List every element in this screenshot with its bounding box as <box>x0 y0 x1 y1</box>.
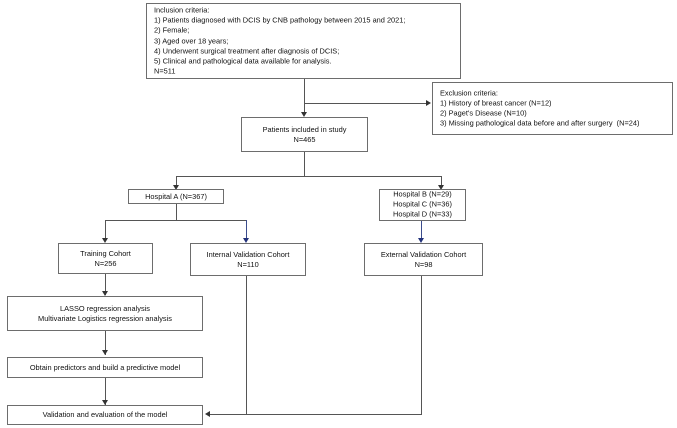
exclusion-criteria-box: Exclusion criteria: 1) History of breast… <box>432 82 673 135</box>
connector-validations-to-validation-box <box>210 414 422 415</box>
connector-predictors-to-validation <box>105 378 106 405</box>
exclusion-line-0: Exclusion criteria: <box>440 88 498 98</box>
arrowhead-external-validation-top <box>417 238 424 243</box>
connector-split-bar-cohorts <box>105 220 246 221</box>
training-cohort-line-1: N=256 <box>94 258 117 268</box>
exclusion-line-2: 2) Paget's Disease (N=10) <box>440 108 527 118</box>
internal-validation-line-0: Internal Validation Cohort <box>206 249 290 259</box>
patients-included-box: Patients included in study N=465 <box>241 117 368 152</box>
analysis-line-1: Multivariate Logistics regression analys… <box>38 313 172 323</box>
hospital-d-line: Hospital D (N=33) <box>393 210 452 220</box>
arrowhead-internal-validation-top <box>242 238 249 243</box>
connector-inclusion-to-exclusion <box>304 103 426 104</box>
arrowhead-validation-right <box>205 410 210 417</box>
included-line-1: N=465 <box>293 134 316 144</box>
analysis-line-0: LASSO regression analysis <box>60 303 150 313</box>
inclusion-criteria-box: Inclusion criteria: 1) Patients diagnose… <box>146 3 461 79</box>
connector-to-hospital-a <box>176 176 177 187</box>
arrowhead-included-top <box>300 112 307 117</box>
arrowhead-validation-top <box>101 400 108 405</box>
inclusion-line-3: 3) Aged over 18 years; <box>154 35 229 45</box>
connector-external-validation-down <box>421 276 422 415</box>
validate-model-box: Validation and evaluation of the model <box>7 405 203 425</box>
regression-analysis-box: LASSO regression analysis Multivariate L… <box>7 296 203 331</box>
connector-analysis-to-predictors <box>105 331 106 355</box>
inclusion-line-0: Inclusion criteria: <box>154 5 210 15</box>
training-cohort-box: Training Cohort N=256 <box>58 243 153 274</box>
external-validation-cohort-box: External Validation Cohort N=98 <box>364 243 483 276</box>
arrowhead-exclusion-left <box>426 99 431 106</box>
exclusion-line-1: 1) History of breast cancer (N=12) <box>440 98 552 108</box>
validation-line-0: Validation and evaluation of the model <box>42 409 168 419</box>
hospital-a-box: Hospital A (N=367) <box>128 189 224 204</box>
inclusion-line-4: 4) Underwent surgical treatment after di… <box>154 46 340 56</box>
internal-validation-cohort-box: Internal Validation Cohort N=110 <box>190 243 306 276</box>
hospital-a-line-0: Hospital A (N=367) <box>145 191 207 201</box>
hospitals-bcd-box: Hospital B (N=29) Hospital C (N=36) Hosp… <box>379 189 466 221</box>
external-validation-line-1: N=98 <box>414 259 433 269</box>
inclusion-line-5: 5) Clinical and pathological data availa… <box>154 56 332 66</box>
arrowhead-predictors-top <box>101 350 108 355</box>
arrowhead-training-cohort-top <box>101 238 108 243</box>
connector-internal-validation-down <box>246 276 247 415</box>
connector-hospitals-bcd-to-external <box>421 221 422 240</box>
connector-training-to-analysis <box>105 274 106 295</box>
internal-validation-line-1: N=110 <box>237 259 259 269</box>
connector-inclusion-to-included <box>304 79 305 114</box>
hospital-c-line: Hospital C (N=36) <box>393 199 452 209</box>
inclusion-line-6: N=511 <box>154 66 176 76</box>
arrowhead-analysis-top <box>101 291 108 296</box>
external-validation-line-0: External Validation Cohort <box>380 249 467 259</box>
inclusion-line-1: 1) Patients diagnosed with DCIS by CNB p… <box>154 15 406 25</box>
build-model-box: Obtain predictors and build a predictive… <box>7 357 203 378</box>
inclusion-line-2: 2) Female; <box>154 25 190 35</box>
connector-to-hospitals-bcd <box>441 176 442 187</box>
included-line-0: Patients included in study <box>262 124 347 134</box>
connector-to-training-cohort <box>105 220 106 240</box>
hospital-b-line: Hospital B (N=29) <box>393 189 452 199</box>
arrowhead-hospital-a-top <box>172 185 179 190</box>
training-cohort-line-0: Training Cohort <box>80 248 131 258</box>
connector-split-bar-hospitals <box>176 176 441 177</box>
predictors-line-0: Obtain predictors and build a predictive… <box>29 362 181 372</box>
exclusion-line-3: 3) Missing pathological data before and … <box>440 118 640 128</box>
arrowhead-hospitals-bcd-top <box>437 185 444 190</box>
connector-to-internal-validation <box>246 220 247 240</box>
connector-included-down <box>304 152 305 176</box>
connector-hospital-a-down <box>176 204 177 220</box>
